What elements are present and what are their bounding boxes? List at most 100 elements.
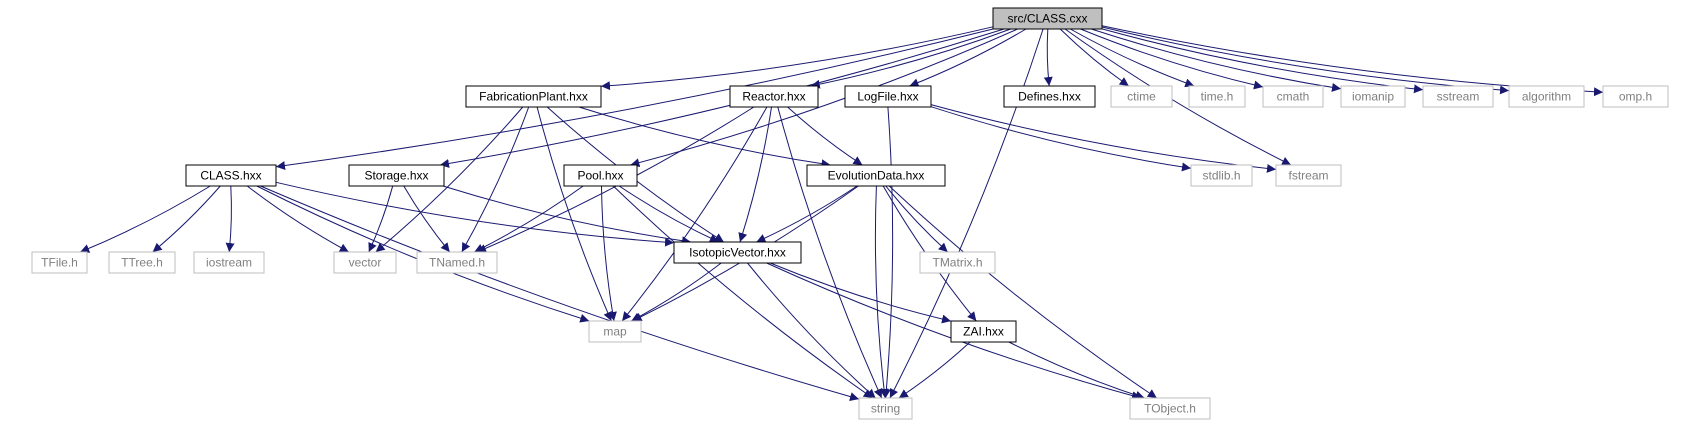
edge-storage-to-vector [368, 185, 394, 253]
node-label: Reactor.hxx [742, 90, 805, 104]
edge-line [578, 106, 831, 169]
node-iomanip: iomanip [1340, 85, 1406, 108]
edge-fab-to-vector [375, 106, 524, 253]
node-defines[interactable]: Defines.hxx [1003, 85, 1096, 108]
node-tobject: TObject.h [1129, 397, 1211, 420]
edge-line [260, 185, 860, 401]
edge-line [885, 185, 949, 253]
edge-line [1064, 28, 1292, 166]
node-ctime: ctime [1110, 85, 1173, 108]
node-box [1340, 85, 1406, 108]
node-classh[interactable]: CLASS.hxx [185, 164, 277, 187]
edge-root-to-classh [275, 28, 994, 171]
node-stdlib: stdlib.h [1190, 164, 1253, 187]
edge-line [631, 262, 722, 322]
edge-pool-to-map [601, 185, 617, 322]
edge-line [621, 106, 768, 322]
edge-line [898, 341, 971, 399]
node-box [1003, 85, 1096, 108]
node-map: map [588, 320, 642, 343]
edge-line [439, 28, 1005, 168]
node-cmath: cmath [1262, 85, 1324, 108]
edge-classh-to-vector [246, 185, 350, 253]
edge-reactor-to-map [621, 106, 768, 322]
edge-reactor-to-isovec [738, 106, 772, 243]
edge-classh-to-isovec [275, 181, 675, 247]
node-box [1262, 85, 1324, 108]
node-box [1129, 397, 1211, 420]
node-box [588, 320, 642, 343]
edge-line [601, 185, 617, 322]
edge-line [889, 28, 1044, 399]
node-box [333, 251, 397, 274]
edge-line [461, 106, 530, 253]
node-algorithm: algorithm [1508, 85, 1585, 108]
edge-line [1101, 25, 1604, 97]
edge-pool-to-isovec [618, 185, 720, 243]
edge-root-to-reactor [810, 28, 1011, 89]
node-label: cmath [1277, 90, 1310, 104]
node-label: time.h [1201, 90, 1234, 104]
node-fab[interactable]: FabricationPlant.hxx [465, 85, 602, 108]
node-label: src/CLASS.cxx [1007, 12, 1087, 26]
edge-line [275, 181, 675, 247]
edge-line [810, 28, 1011, 89]
node-isovec[interactable]: IsotopicVector.hxx [673, 241, 802, 264]
edge-root-to-defines [1043, 28, 1053, 87]
edge-isovec-to-map [631, 262, 722, 322]
edge-line [1091, 28, 1342, 92]
node-tmatrix: TMatrix.h [919, 251, 996, 274]
edge-root-to-timeh [1070, 28, 1195, 88]
edge-fab-to-tnamed [461, 106, 530, 253]
node-label: IsotopicVector.hxx [689, 246, 786, 260]
node-label: TFile.h [41, 256, 78, 270]
edge-root-to-iomanip [1091, 28, 1342, 92]
edge-zai-to-tobject [1008, 341, 1145, 400]
edge-line [1101, 28, 1424, 94]
node-label: iostream [206, 256, 252, 270]
edge-line [80, 185, 211, 253]
edge-root-to-cmath [1080, 28, 1264, 90]
node-evol[interactable]: EvolutionData.hxx [806, 164, 946, 187]
node-timeh: time.h [1188, 85, 1246, 108]
node-box [992, 7, 1103, 30]
node-pool[interactable]: Pool.hxx [563, 164, 638, 187]
node-fstream: fstream [1275, 164, 1342, 187]
edge-line [403, 185, 451, 253]
node-box [950, 320, 1017, 343]
edge-line [1043, 28, 1053, 87]
edge-logfile-to-string [881, 106, 894, 399]
edge-evol-to-string [874, 185, 889, 399]
node-reactor[interactable]: Reactor.hxx [729, 85, 819, 108]
node-label: TObject.h [1144, 402, 1196, 416]
edge-line [777, 106, 883, 399]
node-box [1422, 85, 1494, 108]
node-box [416, 251, 498, 274]
node-label: sstream [1437, 90, 1480, 104]
edge-root-to-omp [1101, 25, 1604, 97]
node-label: vector [349, 256, 382, 270]
edge-pool-to-tnamed [474, 185, 584, 253]
edge-line [881, 106, 894, 399]
edge-line [246, 185, 350, 253]
edges-layer [80, 25, 1604, 401]
edge-line [787, 106, 863, 166]
edge-storage-to-isovec [442, 185, 692, 246]
edge-line [770, 262, 952, 324]
edge-line [225, 185, 235, 253]
edge-line [930, 104, 1277, 173]
node-box [1275, 164, 1342, 187]
edge-root-to-storage [439, 28, 1005, 168]
edge-line [630, 28, 1018, 168]
edge-root-to-logfile [909, 28, 1027, 87]
edge-root-to-pool [630, 28, 1018, 168]
edge-root-to-sstream [1101, 28, 1424, 94]
node-root[interactable]: src/CLASS.cxx [992, 7, 1103, 30]
node-tfile: TFile.h [31, 251, 88, 274]
node-logfile[interactable]: LogFile.hxx [844, 85, 932, 108]
edge-line [442, 185, 692, 246]
node-label: TTree.h [121, 256, 163, 270]
node-zai[interactable]: ZAI.hxx [950, 320, 1017, 343]
edge-line [474, 185, 584, 253]
node-storage[interactable]: Storage.hxx [348, 164, 445, 187]
